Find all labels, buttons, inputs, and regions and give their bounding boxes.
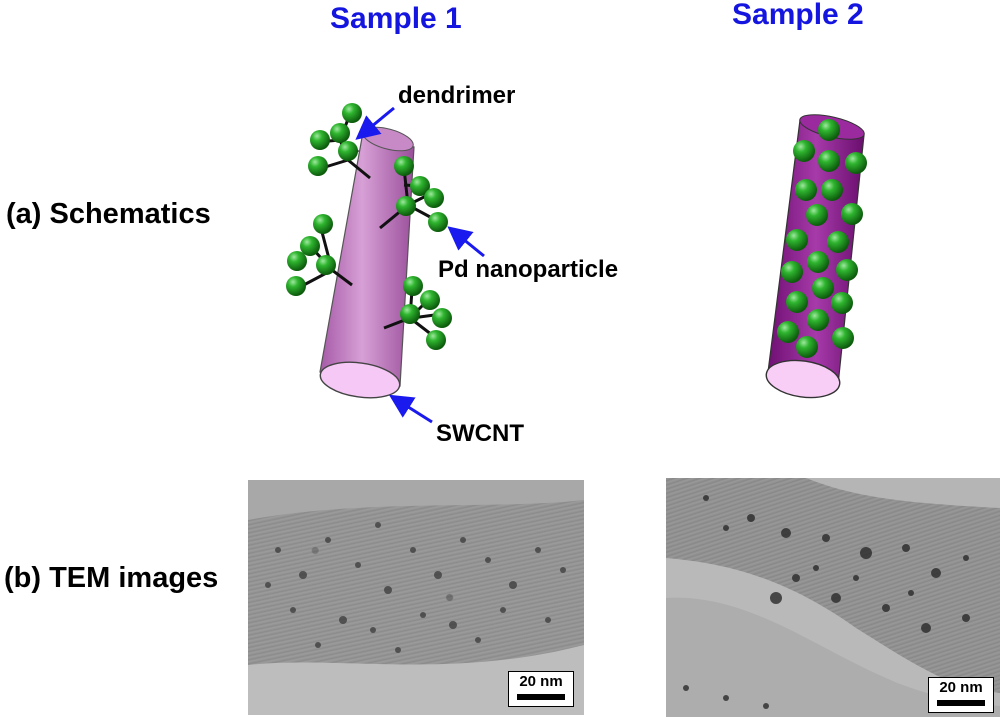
scalebar-sample1: 20 nm: [508, 671, 574, 707]
scalebar-line-sample1: [517, 694, 565, 700]
label-pd-nanoparticle: Pd nanoparticle: [438, 256, 618, 284]
label-dendrimer: dendrimer: [398, 82, 515, 110]
scalebar-label-sample2: 20 nm: [929, 679, 993, 696]
tem-image-sample1: 20 nm: [248, 480, 584, 715]
scalebar-sample2: 20 nm: [928, 677, 994, 713]
tem-image-sample2: 20 nm: [666, 478, 1000, 717]
scalebar-label-sample1: 20 nm: [509, 673, 573, 690]
scalebar-line-sample2: [937, 700, 985, 706]
label-swcnt: SWCNT: [436, 420, 524, 448]
